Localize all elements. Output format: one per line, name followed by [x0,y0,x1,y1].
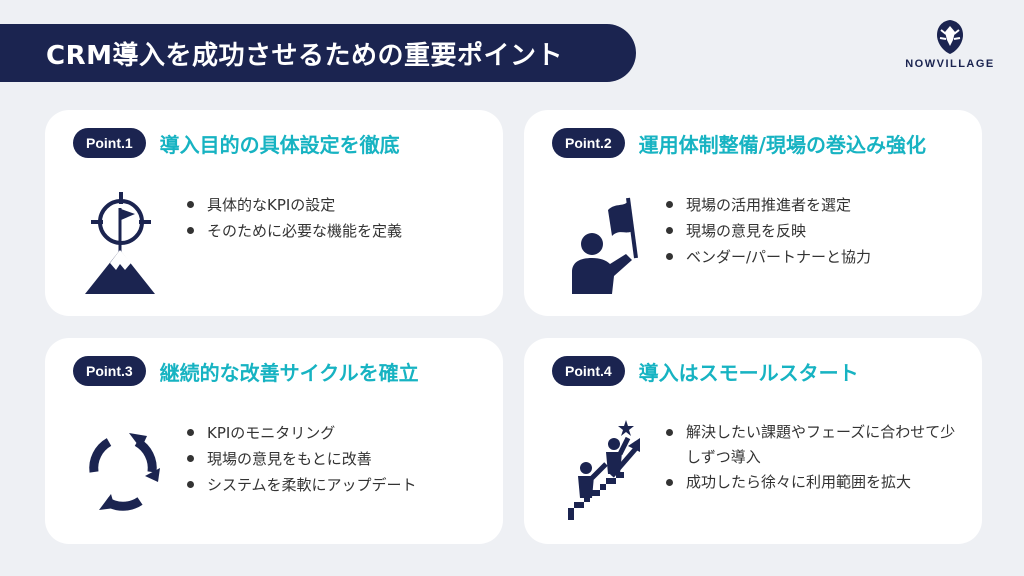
bullet-list: 解決したい課題やフェーズに合わせて少しずつ導入 成功したら徐々に利用範囲を拡大 [664,420,968,495]
list-item: 具体的なKPIの設定 [185,192,402,218]
list-item: そのために必要な機能を定義 [185,218,402,244]
point-badge: Point.2 [552,128,625,158]
point-badge: Point.4 [552,356,625,386]
brand-name: NOWVILLAGE [905,58,995,70]
list-item: ベンダー/パートナーと協力 [664,244,871,270]
list-item: システムを柔軟にアップデート [185,472,417,498]
point-card-1: Point.1 導入目的の具体設定を徹底 具体的なKPIの設定 そのために必要な… [45,110,503,316]
lion-logo-icon [937,20,963,54]
point-title: 導入はスモールスタート [638,360,859,385]
list-item: 解決したい課題やフェーズに合わせて少しずつ導入 [664,420,968,470]
person-flag-icon [572,197,638,294]
point-badge: Point.1 [73,128,146,158]
bullet-list: 現場の活用推進者を選定 現場の意見を反映 ベンダー/パートナーと協力 [664,192,871,270]
point-title: 運用体制整備/現場の巻込み強化 [638,132,926,157]
people-climbing-stairs-icon [568,420,640,520]
bullet-list: KPIのモニタリング 現場の意見をもとに改善 システムを柔軟にアップデート [185,420,417,498]
list-item: 現場の意見をもとに改善 [185,446,417,472]
point-title: 継続的な改善サイクルを確立 [159,360,419,385]
brand-logo: NOWVILLAGE [905,18,995,78]
point-card-4: Point.4 導入はスモールスタート 解決したい課題やフェーズに合わせて少しず… [524,338,982,544]
cycle-arrows-icon [89,433,160,511]
bullet-list: 具体的なKPIの設定 そのために必要な機能を定義 [185,192,402,244]
target-flag-mountain-icon [85,192,155,294]
point-card-3: Point.3 継続的な改善サイクルを確立 KPIのモニタリング 現場の意見をも… [45,338,503,544]
point-card-2: Point.2 運用体制整備/現場の巻込み強化 現場の活用推進者を選定 現場の意… [524,110,982,316]
list-item: 現場の意見を反映 [664,218,871,244]
point-title: 導入目的の具体設定を徹底 [159,132,400,157]
list-item: 成功したら徐々に利用範囲を拡大 [664,470,968,495]
list-item: KPIのモニタリング [185,420,417,446]
list-item: 現場の活用推進者を選定 [664,192,871,218]
page-title: CRM導入を成功させるための重要ポイント [0,24,636,82]
point-badge: Point.3 [73,356,146,386]
